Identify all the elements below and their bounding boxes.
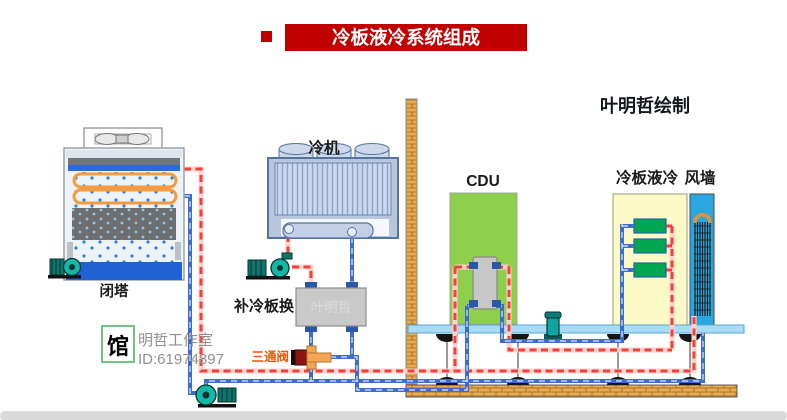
machine-room-wall [405, 98, 418, 387]
page-title: 冷板液冷系统组成 [332, 27, 481, 48]
chiller [267, 143, 399, 239]
tower-fan-icon [94, 133, 152, 145]
air-wall-label: 风墙 [684, 168, 716, 187]
circulation-pump-icon [195, 384, 237, 408]
cold-plate-2 [633, 238, 667, 254]
plate-heat-exchanger: 叶明哲 [295, 282, 367, 332]
condenser-coil [274, 162, 392, 216]
cold-plate-rack [612, 193, 688, 326]
coil-u-bend [693, 213, 712, 224]
cold-plate-3 [633, 262, 667, 278]
chiller-label: 冷机 [308, 138, 340, 157]
cdu-label: CDU [466, 173, 500, 190]
fill-media [72, 208, 176, 240]
chiller-fans [278, 143, 390, 160]
banner-bar [285, 24, 527, 51]
cdu-heat-exchanger [472, 256, 498, 310]
makeup-pump-icon [246, 252, 293, 280]
cold-plate-1 [633, 218, 667, 234]
banner-accent-square [261, 31, 272, 42]
watermark-id: ID:61974897 [138, 351, 224, 368]
tower-pump-icon [48, 257, 82, 279]
valve-label: 三通阀 [251, 349, 289, 364]
air-wall-coil-icon [693, 213, 712, 316]
tower-coil-upper [72, 172, 178, 189]
watermark-studio: 明哲工作室 [138, 332, 213, 349]
three-way-valve-icon [291, 345, 332, 370]
cooling-tower [63, 127, 185, 281]
hx-watermark-text: 叶明哲 [311, 300, 352, 315]
cold-plate-label: 冷板液冷 [616, 168, 679, 187]
inline-pump-icon [544, 311, 562, 339]
bottom-edge-bar [0, 411, 787, 420]
raised-floor [407, 324, 745, 334]
title-banner: 冷板液冷系统组成 [261, 24, 527, 51]
hx-label: 补冷板换 [233, 297, 295, 315]
cdu-hx-flanges [469, 262, 501, 307]
tower-basin [66, 262, 182, 280]
credit-text: 叶明哲绘制 [600, 95, 690, 116]
rain-zone [72, 240, 176, 262]
tower-coil-lower [72, 188, 178, 205]
watermark-stamp: 馆 [107, 334, 129, 359]
compressor-barrel [282, 222, 374, 239]
cold-plates [633, 218, 667, 278]
hx-flanges [305, 282, 358, 332]
tower-label: 闭塔 [100, 282, 129, 300]
watermark-badge: 馆 明哲工作室 ID:61974897 [101, 325, 224, 368]
